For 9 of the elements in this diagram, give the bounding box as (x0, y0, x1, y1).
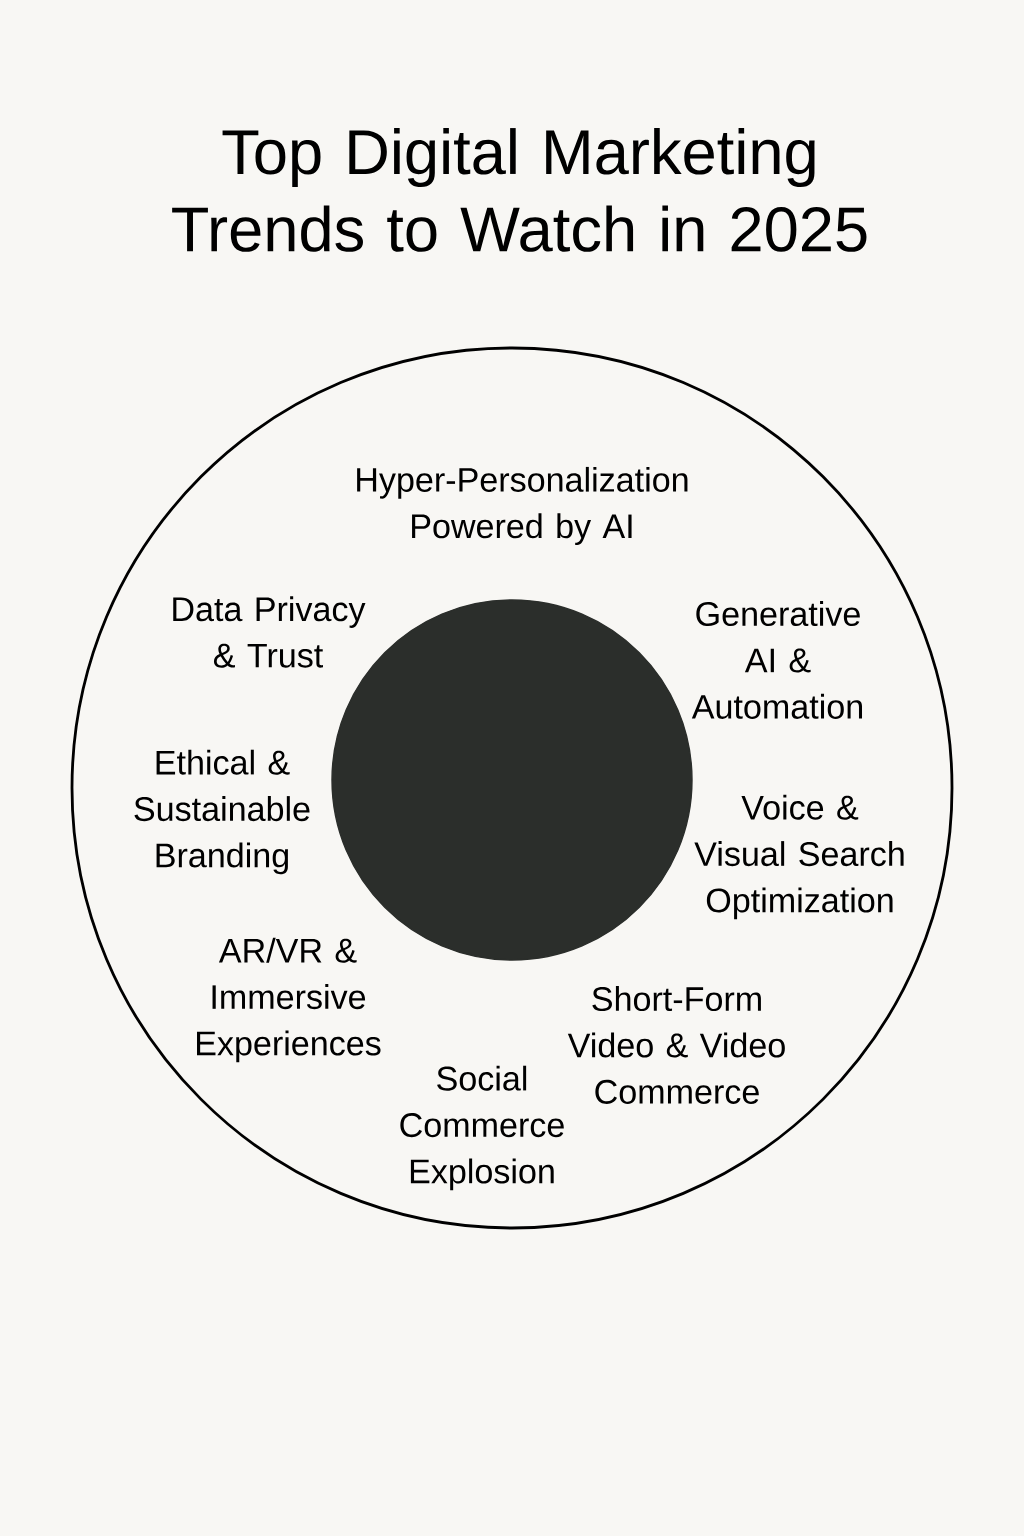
trend-label: Social Commerce Explosion (400, 1065, 564, 1191)
title: Top Digital Marketing Trends to Watch in 2025 (172, 128, 867, 252)
trend-label: Voice & Visual Search Optimization (694, 794, 904, 920)
trend-label: Data Privacy & Trust (173, 596, 366, 668)
trend-label: Hyper-Personalization Powered by AI (357, 466, 688, 546)
trend-label: Short-Form Video & Video Commerce (567, 986, 785, 1104)
trend-label: Ethical & Sustainable Branding (134, 749, 310, 875)
trend-label: Generative AI & Automation (691, 601, 862, 719)
trend-label: AR/VR & Immersive Experiences (197, 937, 381, 1063)
